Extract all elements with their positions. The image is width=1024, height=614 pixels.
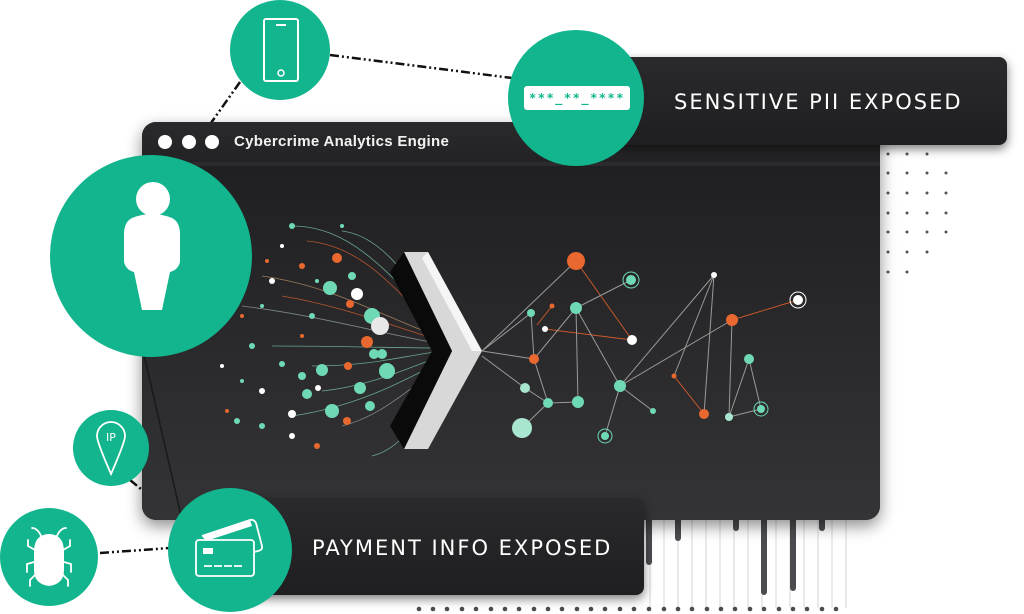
phone-icon <box>263 18 299 82</box>
credit-card-node <box>168 488 292 612</box>
ip-node: IP <box>73 410 149 486</box>
network-nodes <box>512 252 807 444</box>
sensitive-pii-banner: SENSITIVE PII EXPOSED <box>575 57 1007 145</box>
network-visualization <box>142 223 807 520</box>
network-edges <box>481 260 799 437</box>
analytics-window: Cybercrime Analytics Engine <box>142 122 880 520</box>
particles <box>220 223 395 449</box>
window-minimize-button[interactable] <box>182 135 196 149</box>
chevron-prism <box>390 252 482 449</box>
masked-ssn-icon: ***_**_**** <box>524 86 630 110</box>
ip-location-pin-icon: IP <box>96 421 126 476</box>
payment-info-label: PAYMENT INFO EXPOSED <box>312 536 613 560</box>
window-title: Cybercrime Analytics Engine <box>234 133 450 150</box>
malware-node <box>0 508 98 606</box>
analytics-canvas <box>142 166 880 520</box>
credit-card-icon <box>195 518 264 577</box>
window-close-button[interactable] <box>158 135 172 149</box>
person-node <box>50 155 252 357</box>
payment-info-banner: PAYMENT INFO EXPOSED <box>226 498 644 595</box>
masked-ssn-badge: ***_**_**** <box>508 30 644 166</box>
phone-node <box>230 0 330 100</box>
svg-text:IP: IP <box>106 431 116 444</box>
bug-icon <box>26 527 72 587</box>
sensitive-pii-label: SENSITIVE PII EXPOSED <box>674 90 963 114</box>
person-icon <box>124 182 180 310</box>
window-maximize-button[interactable] <box>205 135 219 149</box>
